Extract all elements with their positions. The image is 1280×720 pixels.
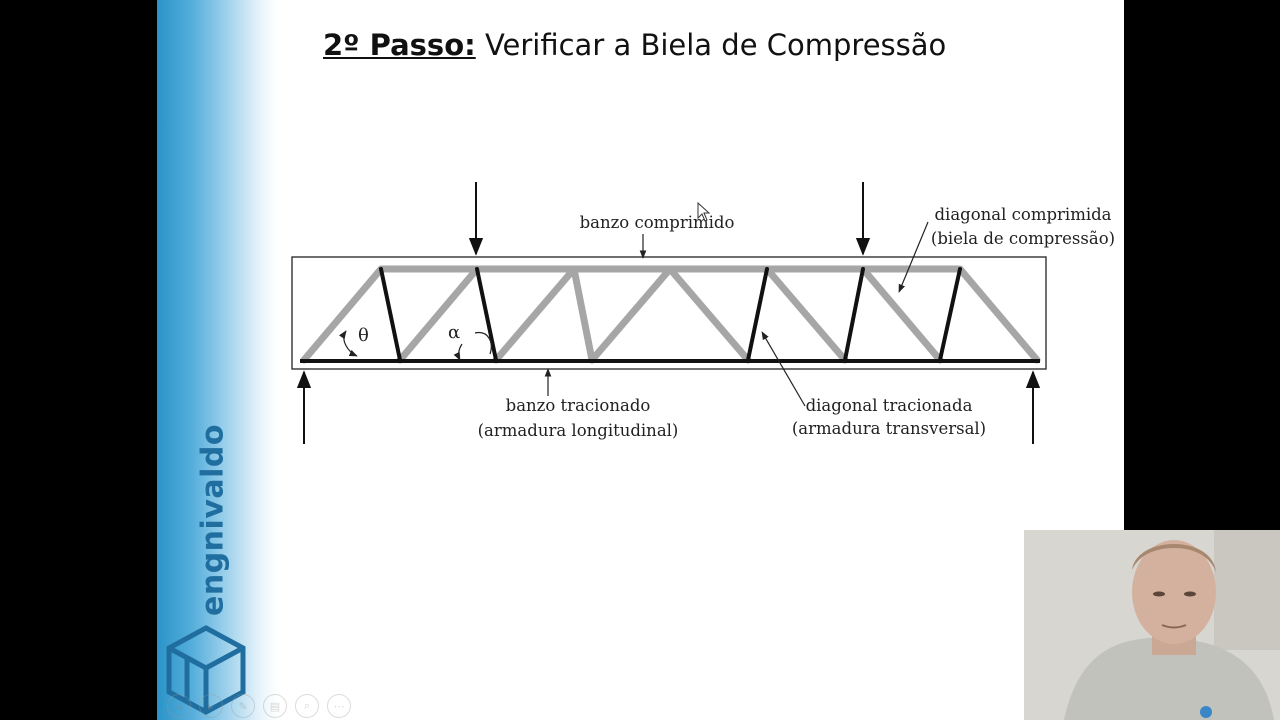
back-icon[interactable]: ◂ [167, 694, 191, 718]
strut [570, 265, 596, 364]
label-armadura-longitudinal: (armadura longitudinal) [478, 421, 679, 440]
strut [859, 265, 944, 364]
tie [475, 267, 498, 362]
beam-outline [291, 256, 1047, 370]
label-banzo-comprimido: banzo comprimido [580, 213, 735, 232]
strut [300, 265, 385, 364]
slide-side-banner [157, 0, 277, 720]
label-diagonal-comprimida: diagonal comprimida [934, 205, 1111, 224]
pen-icon[interactable]: ✎ [231, 694, 255, 718]
theta-angle-arc [339, 330, 358, 357]
strut [666, 265, 752, 364]
title-text: Verificar a Biela de Compressão [484, 28, 947, 62]
tension-ties [379, 267, 962, 362]
strut [492, 265, 578, 364]
pointer-diagonal-tracionada [761, 331, 806, 407]
label-theta: θ [358, 325, 369, 346]
strut [763, 265, 849, 364]
zoom-icon[interactable]: ⌕ [295, 694, 319, 718]
presenter-video-icon [1024, 530, 1280, 720]
label-banzo-tracionado: banzo tracionado [506, 396, 651, 415]
label-armadura-transversal: (armadura transversal) [792, 419, 986, 438]
webcam-overlay [1024, 530, 1280, 720]
presentation-toolbar: ◂ ▸ ✎ ▤ ⌕ ⋯ [167, 694, 351, 718]
tie [843, 267, 865, 362]
strut [588, 265, 674, 364]
label-biela-compressao: (biela de compressão) [931, 229, 1115, 248]
label-alpha: α [448, 322, 460, 343]
mouse-cursor-icon [697, 202, 711, 222]
tie [746, 267, 769, 362]
tie [379, 267, 402, 362]
more-icon[interactable]: ⋯ [327, 694, 351, 718]
alpha-angle-arc [459, 331, 492, 360]
forward-icon[interactable]: ▸ [199, 694, 223, 718]
tie [938, 267, 962, 362]
label-diagonal-tracionada: diagonal tracionada [806, 396, 973, 415]
strut [396, 265, 481, 364]
pointer-diagonal-comprimida [898, 221, 929, 293]
strut [956, 265, 1041, 364]
compression-struts [300, 265, 1041, 364]
slides-icon[interactable]: ▤ [263, 694, 287, 718]
title-step: 2º Passo: [323, 28, 476, 62]
slide-title: 2º Passo: Verificar a Biela de Compressã… [323, 28, 946, 62]
